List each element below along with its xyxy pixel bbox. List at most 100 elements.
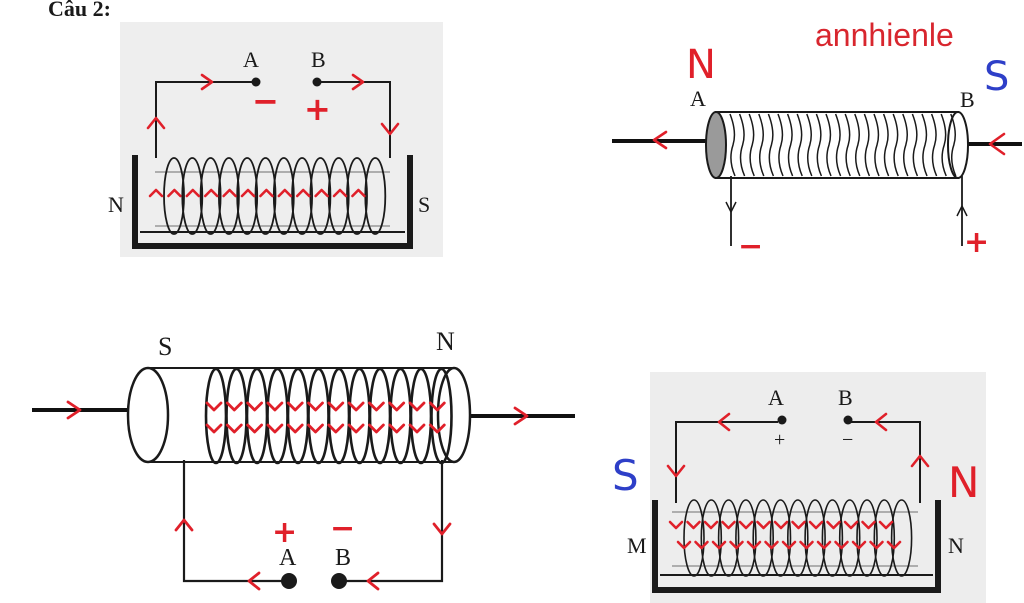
current-arrow [808, 520, 824, 530]
diagram-3-terminal-a-dot [281, 573, 297, 589]
coil-turn [854, 113, 861, 177]
current-arrow [408, 423, 426, 434]
current-arrow [307, 401, 324, 412]
coil-turn [683, 499, 705, 577]
current-arrow [205, 423, 223, 434]
diagram-4-end-right: N [948, 533, 964, 558]
coil-turn [911, 113, 919, 177]
current-arrow [185, 188, 201, 198]
diagram-1-core [132, 155, 413, 249]
coil-turn [163, 157, 185, 235]
current-arrow [347, 401, 365, 412]
diagram-4-label-b: B [838, 385, 853, 410]
coil-turn [796, 113, 803, 177]
current-arrow [686, 520, 701, 530]
coil-turn [950, 113, 957, 177]
diagram-2-label-b: B [960, 87, 975, 112]
coil-turn [786, 499, 809, 577]
diagram-4-coil [683, 499, 913, 577]
diagram-2-cylinder-end-right [947, 111, 969, 179]
current-arrow [826, 520, 841, 530]
current-arrow [246, 401, 263, 412]
current-arrow [259, 188, 274, 198]
diagram-2-sign-right: + [964, 225, 989, 260]
coil-turn [735, 499, 757, 577]
coil-turn [729, 113, 736, 177]
diagram-1-wire-left [155, 81, 252, 158]
current-arrow [246, 423, 263, 434]
diagram-4-pole-left: S [612, 451, 639, 500]
coil-turn [873, 113, 880, 177]
current-arrow [791, 520, 806, 530]
current-arrow [327, 401, 345, 412]
coil-turn [748, 113, 755, 177]
current-arrow [225, 401, 243, 412]
current-arrow [332, 188, 348, 198]
diagram-1-label-a: A [243, 47, 259, 72]
coil-turn [844, 113, 851, 177]
coil-turn [767, 113, 775, 177]
coil-turn [892, 113, 899, 177]
current-arrow [225, 423, 243, 434]
diagram-4-current-arrows [666, 412, 930, 550]
diagram-3-terminal-b-dot [331, 573, 347, 589]
diagram-1: A B N S − + [108, 22, 443, 257]
coil-turn [738, 113, 746, 177]
current-arrow [167, 188, 182, 198]
diagram-4-panel [650, 372, 986, 603]
coil-turn [254, 157, 277, 235]
current-arrow [368, 423, 385, 434]
current-arrow [721, 520, 736, 530]
diagram-4: A B + − M N S N [612, 372, 986, 603]
coil-turn [181, 157, 204, 235]
coil-turn [777, 113, 784, 177]
diagram-1-sign-a: − [252, 82, 279, 120]
diagram-1-current-arrows [146, 73, 400, 198]
current-arrow [781, 540, 797, 550]
coil-turn [804, 499, 826, 577]
current-arrow [266, 401, 284, 412]
diagram-4-wire-right [850, 421, 921, 503]
coil-turn [272, 157, 295, 235]
diagram-3-label-a: A [279, 545, 297, 571]
diagram-2-sign-left: − [738, 229, 763, 264]
current-arrow [277, 188, 293, 198]
current-arrow [773, 520, 789, 530]
coil-turn [806, 113, 813, 177]
current-arrow [729, 540, 744, 550]
coil-turn [769, 499, 792, 577]
current-arrow [327, 423, 345, 434]
current-arrow [368, 401, 385, 412]
current-arrow [205, 401, 223, 412]
current-arrow [851, 540, 867, 550]
current-arrow [756, 520, 771, 530]
current-arrow [738, 520, 754, 530]
current-arrow [878, 520, 894, 530]
diagram-3-cylinder-body [147, 367, 455, 463]
coil-turn [786, 113, 794, 177]
diagram-1-terminal-a-dot [251, 77, 261, 87]
diagram-1-label-b: B [311, 47, 326, 72]
coil-turn [199, 157, 222, 235]
diagram-3-sign-b: − [330, 511, 355, 546]
diagram-4-core [652, 500, 941, 593]
coil-turn [758, 113, 765, 177]
current-arrow [886, 540, 902, 550]
current-arrow [314, 188, 329, 198]
diagram-2-pole-left: N [686, 42, 716, 88]
current-arrow [388, 423, 406, 434]
current-arrow [203, 188, 219, 198]
current-arrow [428, 423, 446, 434]
current-arrow [266, 423, 284, 434]
diagram-4-label-a: A [768, 385, 784, 410]
current-arrow [286, 401, 304, 412]
current-arrow [869, 540, 884, 550]
coil-turn [921, 113, 928, 177]
current-arrow [408, 401, 426, 412]
coil-turn [940, 113, 947, 177]
coil-turn [882, 113, 890, 177]
diagram-1-sign-b: + [304, 90, 331, 128]
diagram-2-coil [729, 113, 957, 177]
diagram-4-printed-sign-a: + [774, 429, 785, 451]
